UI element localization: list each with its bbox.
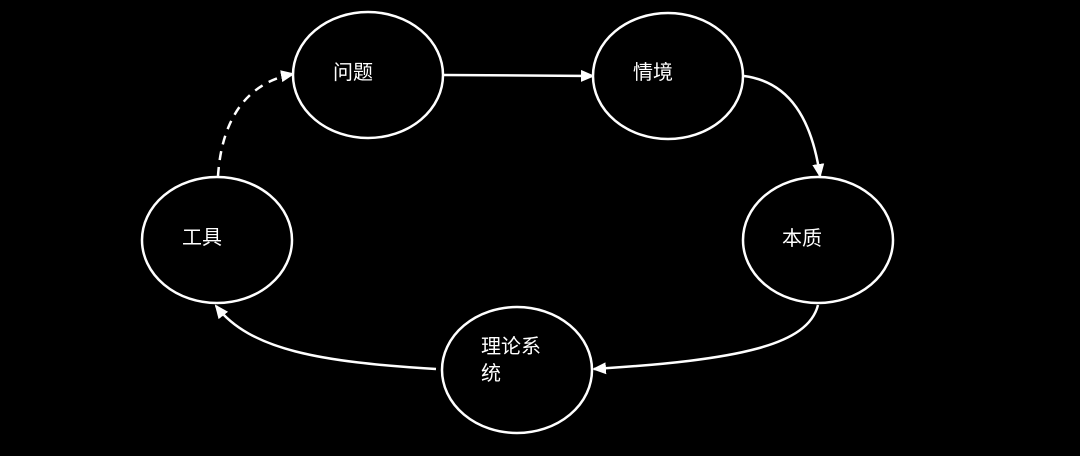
node-tool-label: 工具 [182, 225, 222, 249]
node-essence: 本质 [741, 175, 895, 305]
node-problem-label: 问题 [333, 60, 373, 84]
node-tool-ellipse [140, 175, 294, 305]
node-problem-ellipse [291, 10, 445, 140]
node-theory-system-label-line2: 统 [481, 361, 501, 385]
node-theory-system: 理论系 统 [440, 305, 594, 435]
edge-tool-to-problem-dashed [216, 70, 295, 177]
node-essence-label: 本质 [782, 226, 822, 250]
edge-problem-to-situation [443, 69, 595, 82]
edge-situation-to-essence [743, 74, 825, 178]
node-situation: 情境 [591, 11, 745, 141]
node-situation-ellipse [591, 11, 745, 141]
node-theory-system-ellipse [440, 305, 594, 435]
node-situation-label: 情境 [633, 60, 673, 84]
node-problem: 问题 [291, 10, 445, 140]
node-tool: 工具 [140, 175, 294, 305]
node-theory-system-label-line1: 理论系 [481, 334, 541, 358]
edge-essence-to-theory [592, 304, 820, 375]
edge-theory-to-tool [214, 304, 437, 371]
node-essence-ellipse [741, 175, 895, 305]
